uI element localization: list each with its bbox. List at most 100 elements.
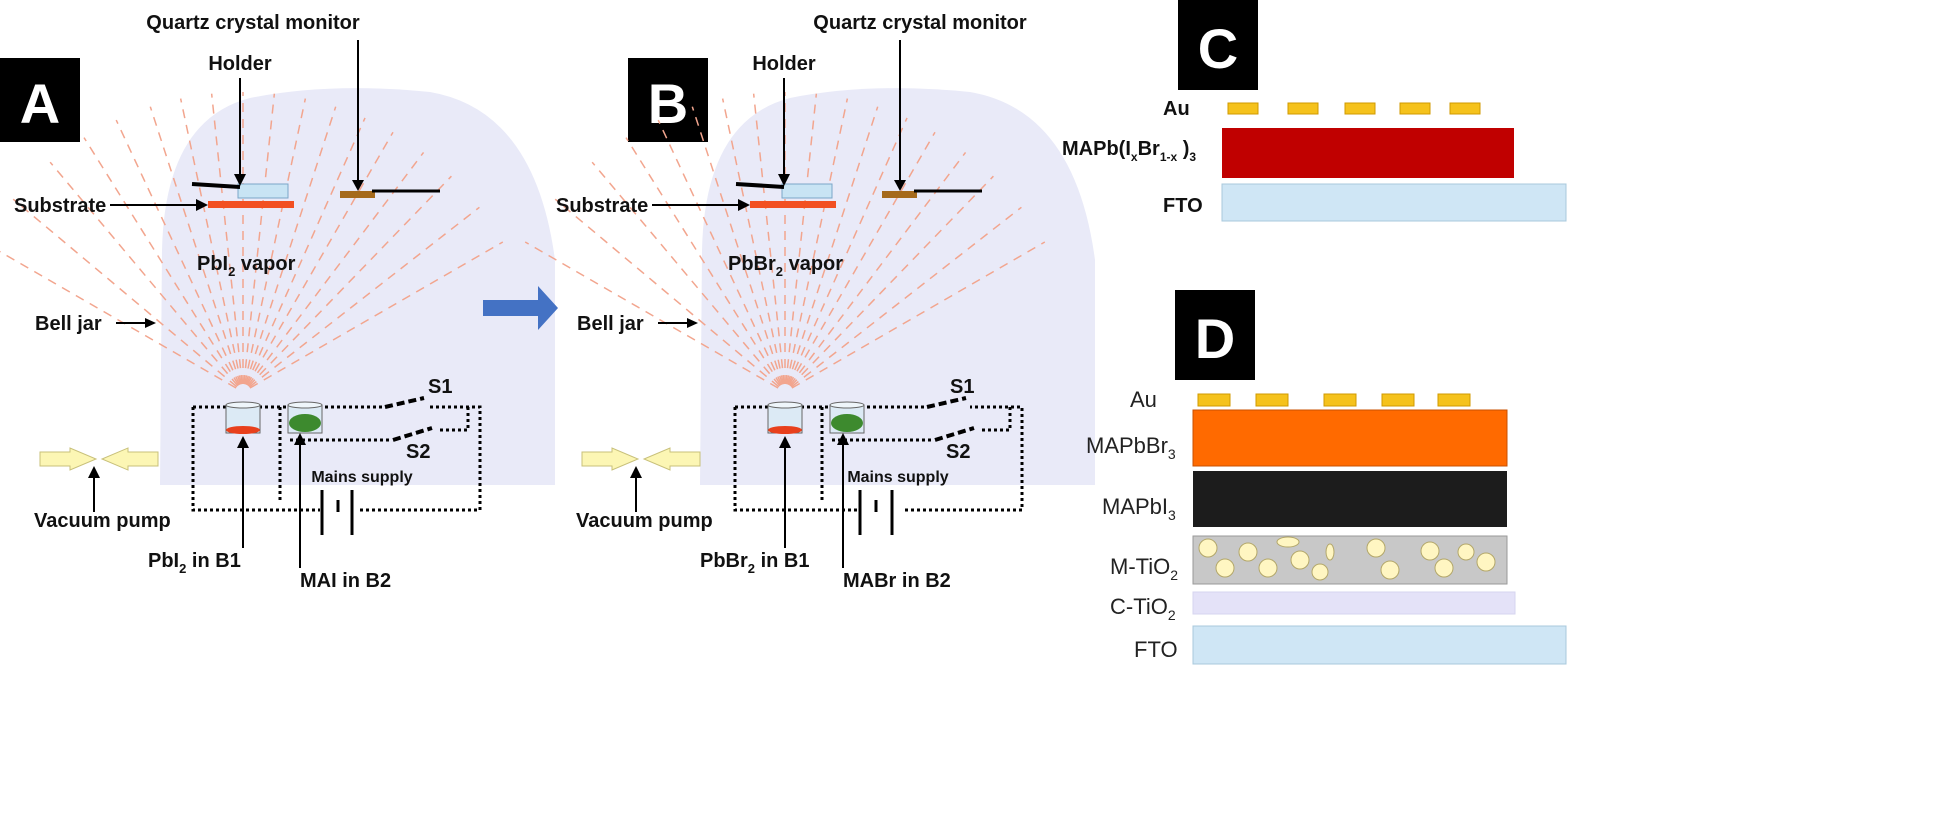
au-pad <box>1344 102 1376 115</box>
vapor-ray <box>524 241 779 389</box>
fto-layer <box>1221 183 1567 222</box>
vapor-ray <box>248 206 480 388</box>
quartz-label: Quartz crystal monitor <box>146 12 360 34</box>
vacuum-arrow-right <box>39 447 98 471</box>
vapor-ray <box>752 93 785 385</box>
mains-label: Mains supply <box>311 469 412 486</box>
b1-label: PbBr2 in B1 <box>700 550 809 576</box>
vapor-ray <box>245 117 366 385</box>
vapor-ray <box>244 106 337 385</box>
boat-b2-rim <box>829 401 865 409</box>
panel-b-letter: B <box>648 72 688 135</box>
panel-c-label-box <box>1178 0 1258 90</box>
boat-b1-pbi2 <box>226 426 260 434</box>
quartz-arrowhead <box>352 180 364 191</box>
bell-jar <box>700 88 1095 486</box>
quartz-monitor <box>340 191 375 198</box>
vapor-ray <box>785 93 818 385</box>
boat-b1-pbbr2 <box>768 426 802 434</box>
mapb-label: MAPb(IxBr1-x )3 <box>1062 138 1196 164</box>
au-pad <box>1287 102 1319 115</box>
vapor-ray <box>657 119 783 386</box>
au-pad <box>1323 393 1357 407</box>
vapor-ray <box>691 106 784 385</box>
holder-glass <box>781 183 833 199</box>
panel-a-letter: A <box>20 72 60 135</box>
quartz-monitor <box>882 191 917 198</box>
panel-c-letter: C <box>1198 17 1238 80</box>
quartz-arrowhead <box>894 180 906 191</box>
vapor-ray <box>790 175 994 387</box>
bell-jar-arrowhead <box>687 318 698 328</box>
vapor-ray <box>83 137 240 386</box>
vapor-ray <box>786 106 879 385</box>
au-label: Au <box>1163 98 1190 120</box>
vapor-ray <box>721 98 785 385</box>
vapor-ray <box>49 161 239 387</box>
holder-arrowhead <box>234 174 246 186</box>
holder-label: Holder <box>752 53 816 75</box>
boat-b2-mai <box>289 414 321 432</box>
vapor-ray <box>243 93 276 385</box>
tio2-particles <box>1198 536 1496 581</box>
holder-glass <box>237 183 289 199</box>
boat-b2-mabr <box>831 414 863 432</box>
s2-label: S2 <box>946 441 970 463</box>
vapor-ray <box>243 98 307 385</box>
vapor-rays <box>524 92 1046 389</box>
switch-s2 <box>934 426 975 442</box>
quartz-label: Quartz crystal monitor <box>813 12 1027 34</box>
au-label: Au <box>1130 387 1157 412</box>
substrate-bar <box>750 201 836 208</box>
vacuum-arrow-right <box>581 447 640 471</box>
vapor-ray <box>149 106 242 385</box>
vapor-ray <box>791 241 1046 389</box>
vacuum-label: Vacuum pump <box>34 510 171 532</box>
au-pad <box>1399 102 1431 115</box>
panel-b: B Quartz crystal monitor Holder Substrat… <box>524 12 1095 592</box>
vapor-ray <box>788 131 936 386</box>
au-pad <box>1449 102 1481 115</box>
panel-d-label-box <box>1175 290 1255 380</box>
switch-s1 <box>384 396 425 409</box>
s2-label: S2 <box>406 441 430 463</box>
vacuum-arrow-left <box>100 447 159 471</box>
holder-arm <box>735 182 785 189</box>
vacuum-arrowhead <box>88 466 100 478</box>
m-tio2-layer <box>1192 535 1508 585</box>
substrate-bar <box>208 201 294 208</box>
vapor-ray <box>591 161 781 387</box>
switch-s1 <box>926 396 967 409</box>
au-pad <box>1381 393 1415 407</box>
vapor-ray <box>554 198 780 388</box>
vapor-ray <box>210 93 243 385</box>
b1-label: PbI2 in B1 <box>148 550 241 576</box>
substrate-label: Substrate <box>14 195 106 217</box>
holder-arm <box>191 182 241 189</box>
c-tio2-label: C-TiO2 <box>1110 594 1176 623</box>
vapor-ray <box>790 206 1022 388</box>
b2-arrowhead <box>294 433 306 445</box>
c-tio2-layer <box>1192 591 1516 615</box>
fto-layer <box>1192 625 1567 665</box>
boat-b1-rim <box>225 401 261 409</box>
vacuum-arrowhead <box>630 466 642 478</box>
panel-a: A Quartz crystal monitor Holder Substrat… <box>0 12 555 592</box>
vapor-ray <box>115 119 241 386</box>
transition-arrow <box>483 286 558 330</box>
m-tio2-label: M-TiO2 <box>1110 554 1178 583</box>
panel-d-letter: D <box>1195 307 1235 370</box>
substrate-arrowhead <box>196 199 208 211</box>
vapor-label: PbI2 vapor <box>197 253 296 279</box>
mapbi3-label: MAPbI3 <box>1102 494 1176 523</box>
bell-jar-label: Bell jar <box>35 313 102 335</box>
fto-label: FTO <box>1134 637 1178 662</box>
au-pad <box>1437 393 1471 407</box>
b2-label: MABr in B2 <box>843 570 951 592</box>
mapbbr3-layer <box>1192 409 1508 467</box>
mains-label: Mains supply <box>847 469 948 486</box>
b2-arrowhead <box>837 433 849 445</box>
au-pad <box>1255 393 1289 407</box>
vapor-ray <box>12 198 238 388</box>
